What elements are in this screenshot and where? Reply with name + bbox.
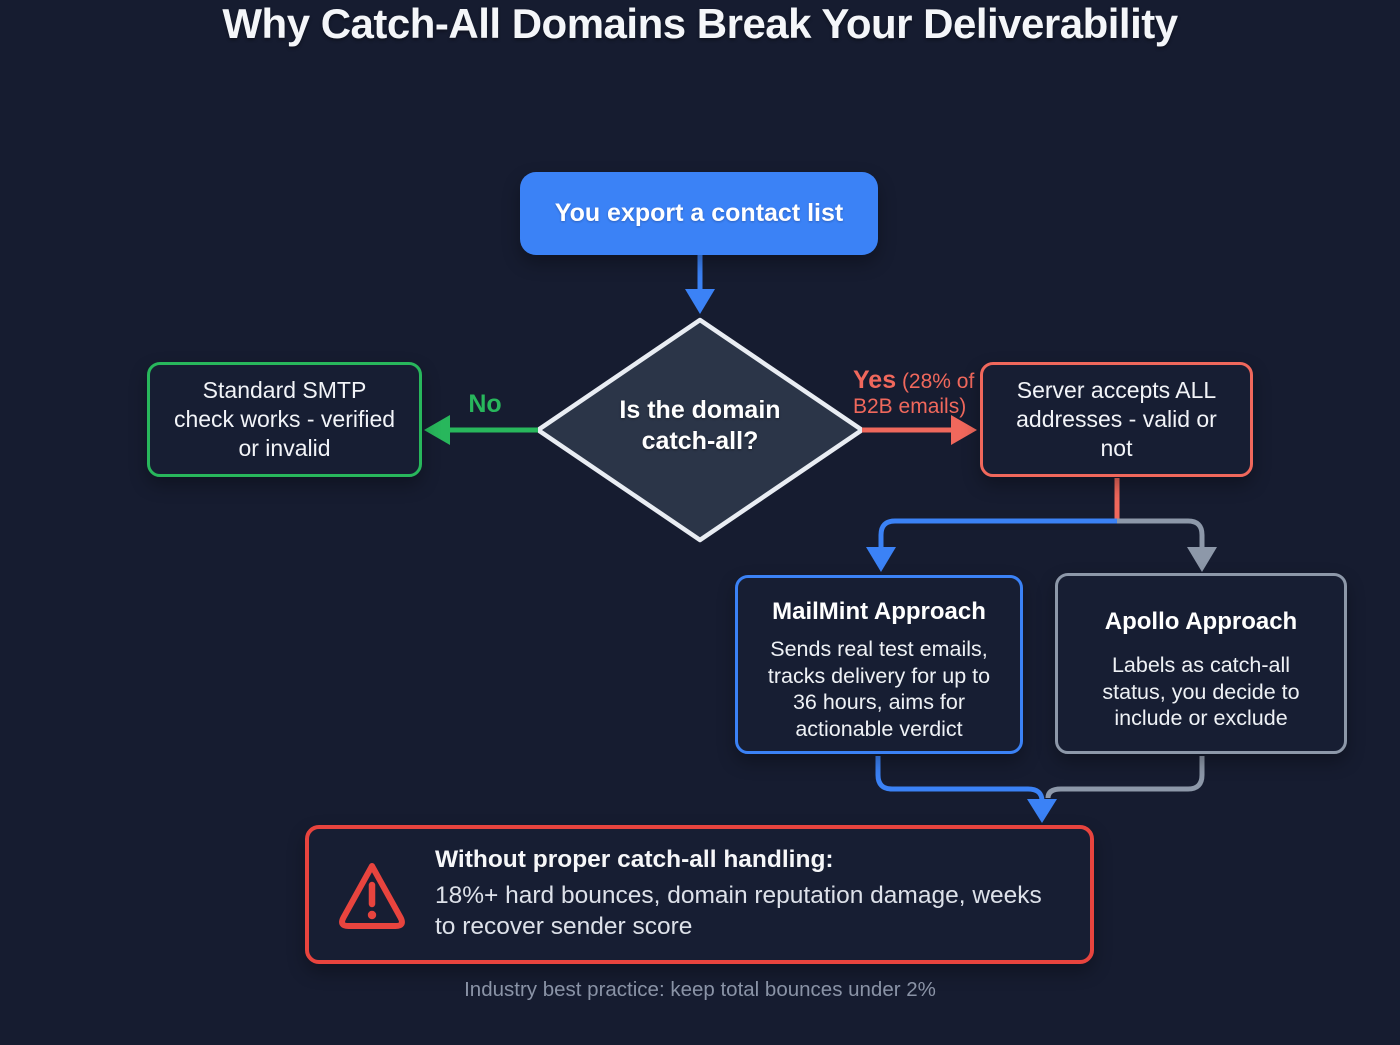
mailmint-approach-title: MailMint Approach: [772, 598, 986, 625]
warning-heading: Without proper catch-all handling:: [435, 846, 834, 874]
smtp-check-box: Standard SMTP check works - verified or …: [147, 362, 422, 477]
yes-label-rest: (28% of B2B emails): [853, 370, 975, 418]
apollo-approach-title: Apollo Approach: [1104, 608, 1298, 635]
start-node: You export a contact list: [520, 172, 878, 255]
no-branch-label: No: [468, 390, 502, 418]
decision-diamond: [535, 317, 865, 543]
decision-label: Is the domain catch-all?: [619, 396, 781, 455]
arrowhead-to-mailmint: [866, 547, 896, 572]
connector-apollo-to-warning: [1045, 756, 1205, 799]
apollo-approach-box: Apollo Approach Labels as catch-all stat…: [1055, 573, 1347, 754]
arrowhead-start-to-decision: [685, 289, 715, 314]
server-accepts-box: Server accepts ALL addresses - valid or …: [980, 362, 1253, 477]
smtp-check-text: Standard SMTP check works - verified or …: [173, 377, 396, 461]
page-title: Why Catch-All Domains Break Your Deliver…: [222, 0, 1178, 47]
connector-to-apollo: [1117, 518, 1205, 552]
warning-text: Without proper catch-all handling: 18%+ …: [435, 846, 1042, 943]
warning-triangle-icon: [339, 862, 405, 929]
warning-body: 18%+ hard bounces, domain reputation dam…: [435, 882, 1042, 940]
arrowhead-yes: [951, 415, 977, 445]
mailmint-approach-box: MailMint Approach Sends real test emails…: [735, 575, 1023, 754]
server-accepts-text: Server accepts ALL addresses - valid or …: [1016, 377, 1217, 461]
connector-mailmint-to-warning: [875, 756, 1045, 804]
warning-box: Without proper catch-all handling: 18%+ …: [305, 825, 1094, 964]
mailmint-approach-body: Sends real test emails, tracks delivery …: [767, 637, 991, 741]
footnote: Industry best practice: keep total bounc…: [464, 978, 936, 1001]
start-node-label: You export a contact list: [554, 199, 844, 227]
apollo-approach-body: Labels as catch-all status, you decide t…: [1102, 653, 1300, 731]
yes-branch-label: Yes (28% of B2B emails): [853, 366, 983, 419]
arrowhead-to-warning: [1027, 799, 1057, 823]
yes-label-bold: Yes: [853, 366, 897, 394]
connector-to-mailmint: [878, 518, 1117, 552]
arrowhead-to-apollo: [1187, 547, 1217, 572]
arrowhead-no: [424, 415, 450, 445]
